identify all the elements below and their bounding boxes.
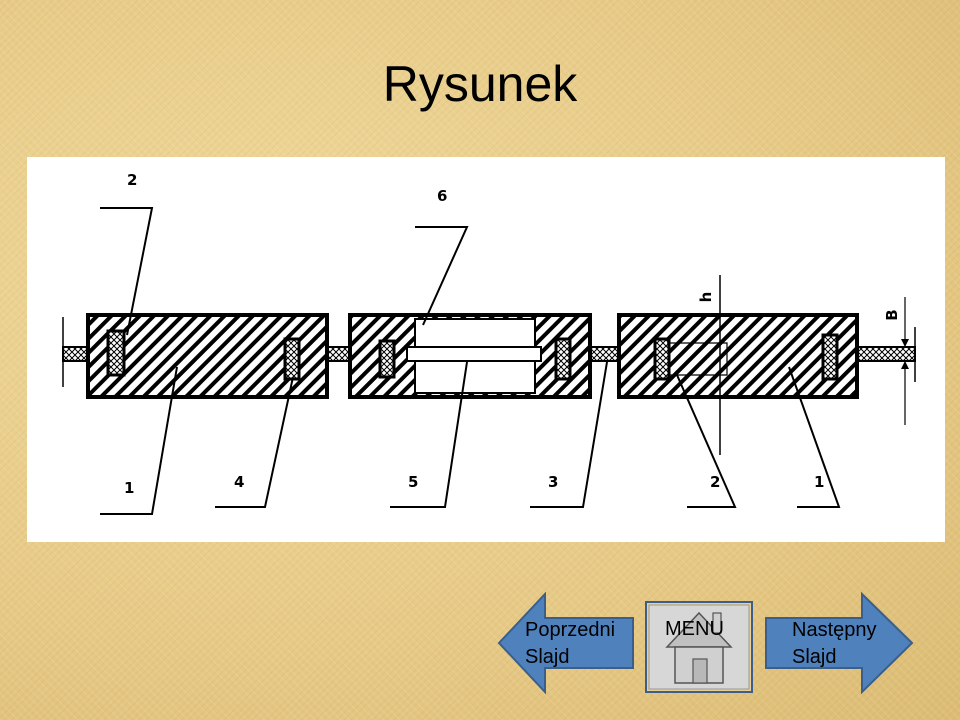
slide-title: Rysunek bbox=[382, 56, 578, 112]
next-slide-label-line2: Slajd bbox=[792, 646, 837, 668]
menu-label: MENU bbox=[665, 618, 724, 640]
previous-slide-label-line1: Poprzedni bbox=[525, 619, 616, 641]
leader-lines bbox=[100, 207, 841, 515]
previous-slide-button[interactable]: Poprzedni Slajd bbox=[497, 591, 635, 695]
label-6: 6 bbox=[437, 187, 447, 205]
right-arrow-icon bbox=[765, 591, 914, 695]
label-5: 5 bbox=[408, 473, 418, 491]
label-2-right: 2 bbox=[710, 473, 720, 491]
home-icon bbox=[645, 601, 753, 693]
label-1-left: 1 bbox=[124, 479, 134, 497]
label-4: 4 bbox=[234, 473, 244, 491]
label-3: 3 bbox=[548, 473, 558, 491]
next-slide-button[interactable]: Następny Slajd bbox=[764, 591, 914, 695]
menu-button[interactable]: MENU bbox=[645, 601, 753, 693]
sleeve-elements bbox=[106, 329, 839, 381]
right-hatched-block bbox=[617, 313, 859, 399]
label-2-top-left: 2 bbox=[127, 171, 137, 189]
inner-pin bbox=[406, 346, 542, 362]
label-b: B bbox=[883, 309, 901, 320]
next-slide-label-line1: Następny bbox=[792, 619, 877, 641]
cross-section-diagram: h B 2 6 1 4 5 3 2 1 bbox=[62, 171, 916, 515]
technical-drawing: h B 2 6 1 4 5 3 2 1 bbox=[27, 157, 945, 542]
left-arrow-icon bbox=[497, 591, 634, 695]
previous-slide-label-line2: Slajd bbox=[525, 646, 570, 668]
label-1-right: 1 bbox=[814, 473, 824, 491]
label-h: h bbox=[697, 292, 715, 303]
